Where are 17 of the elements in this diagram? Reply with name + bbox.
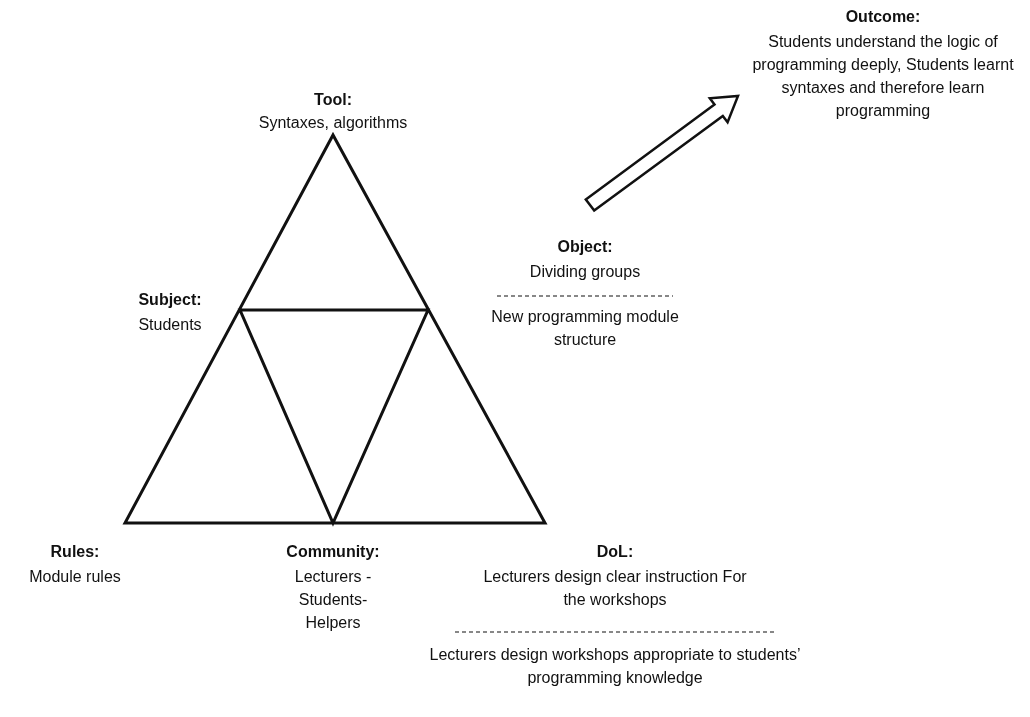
heading: Outcome: [845,7,921,27]
label-text: Students [138,315,202,335]
heading: Tool: [314,90,352,110]
heading: Community: [286,542,380,562]
label-text: Dividing groups [529,262,641,282]
heading: Rules: [50,542,100,562]
label-text: Lecturers design clear instruction For the workshops [482,567,748,610]
heading: Subject: [138,290,202,310]
label-text: Lecturers - Students- Helpers [293,567,373,633]
label-text: Syntaxes, algorithms [257,113,409,133]
hollow-arrow [584,94,740,213]
heading: Object: [557,237,613,257]
label-text: Lecturers design workshops appropriate to students’ programming knowledge [428,645,802,688]
label-text: Module rules [29,567,121,587]
heading: DoL: [596,542,634,562]
outcome-text: Students understand the logic of programming deeply, Students learnt syntaxes and therefore learn programming [751,32,1015,121]
label-text: New programming module structure [490,307,680,350]
